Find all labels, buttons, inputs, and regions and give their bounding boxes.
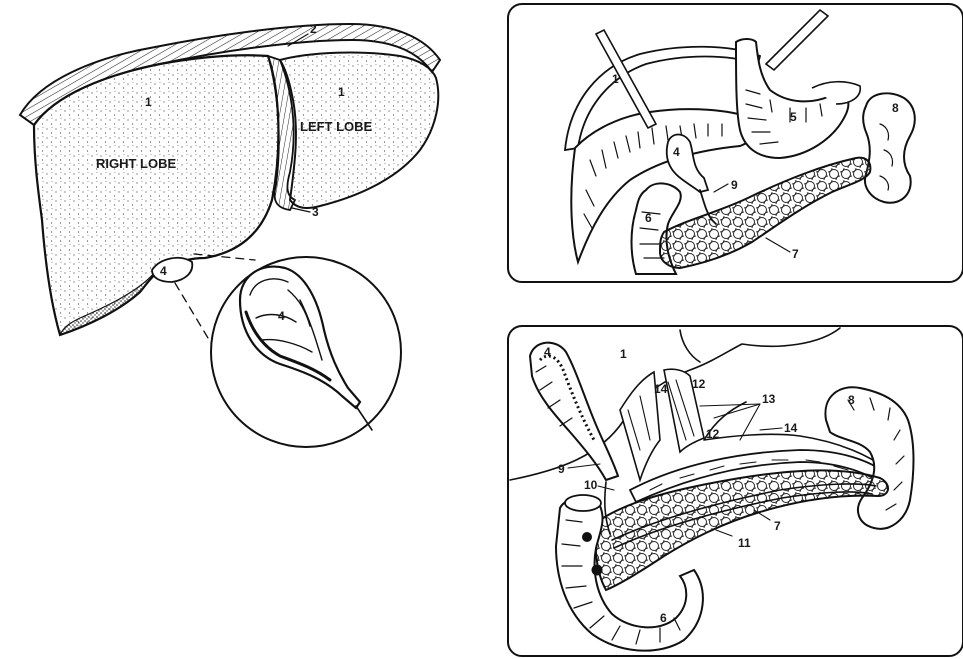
label-left-lobe: LEFT LOBE (300, 119, 373, 134)
label-3: 3 (312, 205, 319, 219)
liver-panel: 1 RIGHT LOBE 1 LEFT LOBE 2 3 4 4 (20, 22, 440, 447)
label-right-lobe-1: 1 (145, 95, 152, 109)
papilla-minor (592, 565, 603, 576)
label-left-lobe-1: 1 (338, 85, 345, 99)
lower-label-11: 11 (738, 536, 751, 550)
duodenum-bulb-lumen (565, 495, 601, 511)
lower-label-10: 10 (584, 478, 598, 492)
upper-label-4: 4 (673, 145, 680, 159)
lower-label-6: 6 (660, 611, 667, 625)
upper-label-8: 8 (892, 101, 899, 115)
lower-label-8: 8 (848, 393, 855, 407)
lower-label-4: 4 (544, 345, 551, 359)
upper-label-7: 7 (792, 247, 799, 261)
lower-label-14a: 14 (654, 382, 668, 396)
upper-label-6: 6 (645, 211, 652, 225)
lower-label-12a: 12 (692, 377, 706, 391)
papilla-major (582, 532, 592, 542)
upper-label-1: 1 (612, 72, 619, 86)
upper-right-panel: 1 4 5 6 7 8 9 (508, 4, 963, 282)
label-2: 2 (310, 22, 317, 36)
label-4: 4 (160, 264, 167, 278)
lower-label-9: 9 (558, 462, 565, 476)
label-inset-4: 4 (278, 309, 285, 323)
lower-label-12b: 12 (706, 427, 720, 441)
lower-label-7: 7 (774, 519, 781, 533)
upper-label-5: 5 (790, 110, 797, 124)
lower-label-13: 13 (762, 392, 776, 406)
label-right-lobe: RIGHT LOBE (96, 156, 176, 171)
lower-label-14b: 14 (784, 421, 798, 435)
upper-label-9: 9 (731, 178, 738, 192)
lower-right-panel: 1 4 14 12 13 12 14 8 9 10 11 7 6 (508, 326, 963, 656)
lower-label-1: 1 (620, 347, 627, 361)
